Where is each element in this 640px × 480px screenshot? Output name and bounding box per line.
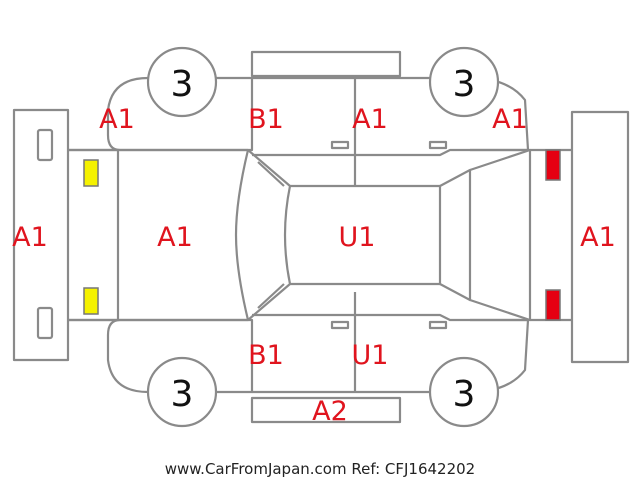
top-side-rail [250, 50, 402, 78]
label-rear-bumper: A1 [580, 222, 616, 253]
tire-rear-upper-label: 3 [453, 64, 476, 105]
label-left-front-door: B1 [248, 104, 284, 135]
tire-front-lower-label: 3 [171, 374, 194, 415]
tire-rear-upper: 3 [428, 46, 500, 118]
front-bumper [12, 108, 70, 362]
footer-credit: www.CarFromJapan.com Ref: CFJ1642202 [165, 460, 475, 478]
rear-lamp-upper [545, 149, 561, 181]
label-left-rear-door: A1 [352, 104, 388, 135]
bottom-side-rail [250, 396, 402, 424]
upper-handle-rear [428, 140, 448, 150]
tire-front-lower: 3 [146, 356, 218, 428]
label-roof: U1 [339, 222, 376, 253]
lower-handle-rear [428, 320, 448, 330]
label-hood: A1 [157, 222, 193, 253]
label-right-sill: A2 [312, 396, 348, 427]
rear-bumper [570, 110, 630, 364]
rear-lamp-lower [545, 289, 561, 321]
front-bumper-slot-upper [36, 128, 54, 162]
lower-handle-front [330, 320, 350, 330]
tire-front-upper-label: 3 [171, 64, 194, 105]
tire-front-upper: 3 [146, 46, 218, 118]
car-top-body [68, 148, 572, 322]
label-front-bumper: A1 [12, 222, 48, 253]
tire-rear-lower: 3 [428, 356, 500, 428]
label-right-rear-door: U1 [352, 340, 389, 371]
upper-handle-front [330, 140, 350, 150]
front-lamp-upper [83, 159, 99, 187]
tire-rear-lower-label: 3 [453, 374, 476, 415]
label-left-front-fender: A1 [99, 104, 135, 135]
label-right-front-door: B1 [248, 340, 284, 371]
front-lamp-lower [83, 287, 99, 315]
label-left-quarter: A1 [492, 104, 528, 135]
front-bumper-slot-lower [36, 306, 54, 340]
